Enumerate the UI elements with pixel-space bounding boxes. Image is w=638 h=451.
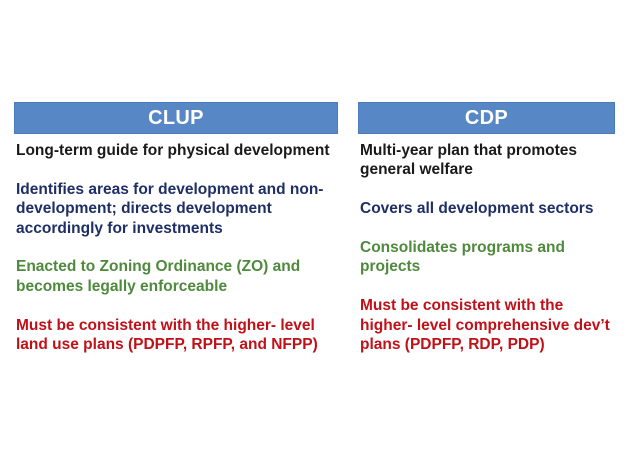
cdp-paragraph-2: Covers all development sectors: [360, 199, 620, 218]
text-line: Multi-year plan that promotes: [360, 142, 578, 159]
text-line: projects: [360, 258, 421, 276]
clup-paragraph-1: Long-term guide for physical development: [16, 141, 348, 160]
text-line: development; directs development: [16, 200, 272, 218]
cdp-body: Multi-year plan that promotes general we…: [358, 141, 620, 354]
text-line: general welfare: [360, 161, 473, 179]
text-line: land use plans (PDPFP, RPFP, and NFPP): [16, 336, 318, 354]
text-line: Consolidates programs and: [360, 239, 565, 256]
text-line: Identifies areas for development and non…: [16, 180, 324, 198]
clup-paragraph-3: Enacted to Zoning Ordinance (ZO) and bec…: [16, 257, 348, 296]
cdp-paragraph-3: Consolidates programs and projects: [360, 238, 620, 277]
text-line: higher- level comprehensive dev’t: [360, 316, 610, 334]
cdp-paragraph-1: Multi-year plan that promotes general we…: [360, 141, 620, 180]
clup-column: CLUP Long-term guide for physical develo…: [14, 102, 348, 354]
clup-body: Long-term guide for physical development…: [14, 141, 348, 354]
text-line: Must be consistent with the higher- leve…: [16, 316, 315, 334]
cdp-column: CDP Multi-year plan that promotes genera…: [358, 102, 620, 354]
clup-paragraph-2: Identifies areas for development and non…: [16, 180, 348, 238]
text-line: Long-term guide for physical development: [16, 142, 330, 159]
clup-header-bar: CLUP: [14, 102, 338, 134]
text-line: Must be consistent with the: [360, 297, 564, 315]
text-line: becomes legally enforceable: [16, 277, 228, 295]
cdp-paragraph-4: Must be consistent with the higher- leve…: [360, 296, 620, 354]
text-line: accordingly for investments: [16, 219, 223, 237]
clup-header-label: CLUP: [148, 106, 204, 129]
text-line: plans (PDPFP, RDP, PDP): [360, 336, 545, 354]
text-line: Enacted to Zoning Ordinance (ZO) and: [16, 258, 301, 276]
cdp-header-label: CDP: [464, 106, 509, 129]
clup-paragraph-4: Must be consistent with the higher- leve…: [16, 316, 348, 355]
text-line: Covers all development sectors: [360, 200, 594, 218]
cdp-header-bar: CDP: [358, 102, 615, 134]
